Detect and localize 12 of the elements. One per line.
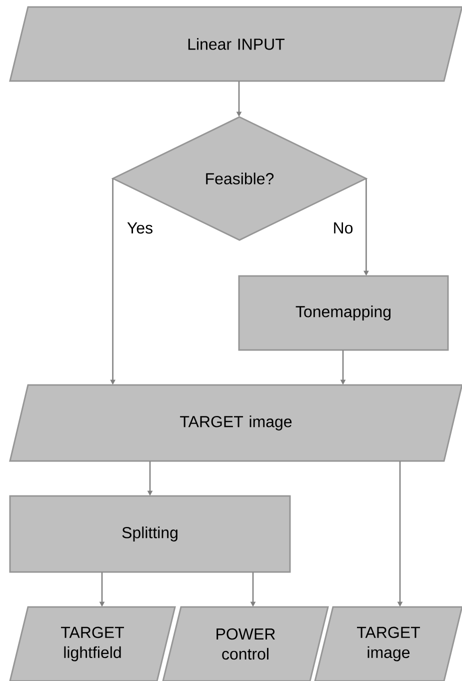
- input-parallelogram: Linear INPUT: [9, 6, 462, 82]
- edge-label: No: [332, 221, 354, 235]
- data-parallelogram: TARGET image: [9, 384, 462, 462]
- edge-label: Yes: [126, 221, 154, 235]
- output-parallelogram: TARGET image: [314, 606, 462, 681]
- output-parallelogram: POWER control: [162, 606, 329, 681]
- node-label: TARGET lightfield: [61, 626, 124, 662]
- process-box: Tonemapping: [238, 275, 449, 351]
- node-label: TARGET image: [357, 626, 420, 662]
- process-box: Splitting: [9, 495, 291, 573]
- output-parallelogram: TARGET lightfield: [9, 606, 176, 681]
- node-label: POWER control: [216, 628, 275, 660]
